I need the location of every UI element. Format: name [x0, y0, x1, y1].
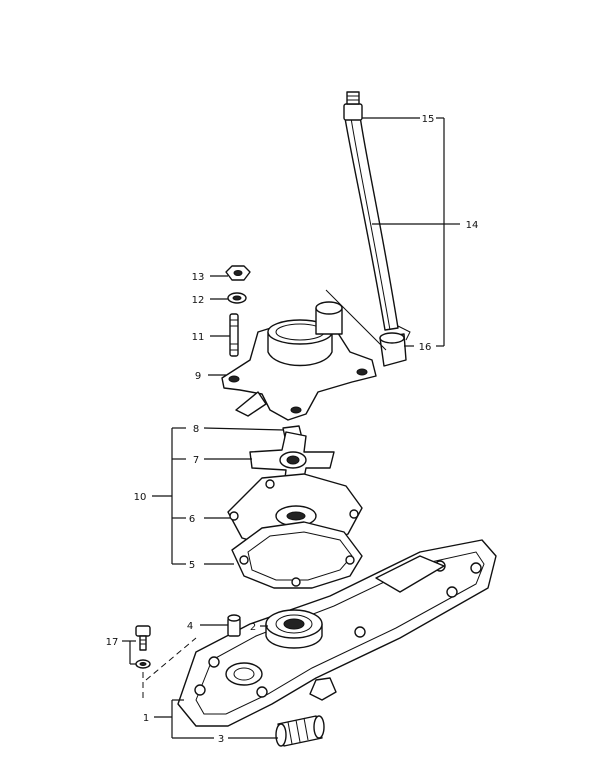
- callout-8: 8: [193, 424, 199, 435]
- tube-top-fitting: [343, 91, 363, 121]
- callout-5: 5: [189, 560, 195, 571]
- callout-labels: 15 14 16 13 12 11 9 8 7 10 6 5 4 2 17 1 …: [106, 114, 479, 745]
- callout-7: 7: [193, 455, 199, 466]
- callout-11: 11: [192, 332, 205, 343]
- tube-grommet: [379, 325, 411, 367]
- bolt-washer: [135, 659, 151, 669]
- callout-4: 4: [187, 621, 193, 632]
- callout-6: 6: [189, 514, 195, 525]
- callout-14: 14: [466, 220, 479, 231]
- water-tube: [344, 115, 399, 331]
- lower-panel: [177, 539, 497, 727]
- callout-15: 15: [422, 114, 435, 125]
- callout-1: 1: [143, 713, 149, 724]
- callout-17: 17: [106, 637, 119, 648]
- dowel-pin: [227, 614, 241, 637]
- callout-16: 16: [419, 342, 432, 353]
- leader-lines: [122, 117, 460, 739]
- oil-seal: [265, 609, 323, 649]
- callout-10: 10: [134, 492, 147, 503]
- washer: [227, 292, 247, 304]
- pump-case: [221, 289, 387, 421]
- bolt: [135, 625, 151, 651]
- stud: [229, 313, 239, 357]
- callout-9: 9: [195, 371, 201, 382]
- pump-gasket: [231, 521, 363, 589]
- nut: [225, 265, 251, 281]
- impeller: [249, 431, 335, 489]
- callout-3: 3: [218, 734, 224, 745]
- needle-bearing: [275, 715, 325, 747]
- callout-13: 13: [192, 272, 205, 283]
- bolt-guide-line: [145, 637, 197, 681]
- callout-12: 12: [192, 295, 205, 306]
- callout-2: 2: [250, 622, 256, 633]
